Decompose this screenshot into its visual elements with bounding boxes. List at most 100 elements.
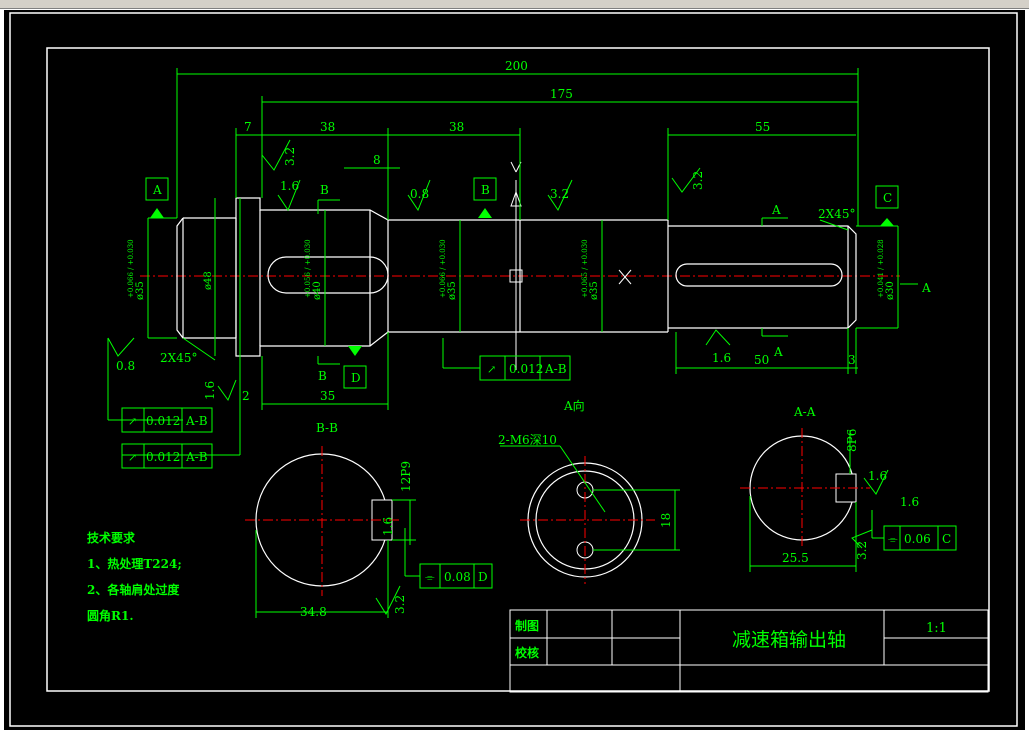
dia-40-tol: +0.056 / +0.030 bbox=[304, 239, 312, 298]
svg-text:⌯: ⌯ bbox=[425, 570, 435, 584]
dia-35-right: ø35 bbox=[589, 281, 600, 300]
dim-200: 200 bbox=[505, 59, 528, 73]
view-aa-title: A-A bbox=[793, 405, 816, 419]
tol-frame-1-value: 0.012 bbox=[509, 362, 543, 376]
datum-letters: A B C D B B A A A bbox=[152, 183, 931, 385]
roughness-0-8-left: 0.8 bbox=[116, 359, 135, 373]
tol-frame-4-ref: D bbox=[478, 570, 488, 584]
tol-frame-4-value: 0.08 bbox=[444, 570, 471, 584]
roughness-1-6-bottom: 1.6 bbox=[712, 351, 731, 365]
tech-line-2: 2、各轴肩处过度 bbox=[87, 582, 180, 597]
dimension-lines bbox=[107, 68, 918, 456]
dia-40: ø40 bbox=[312, 281, 323, 300]
view-a-spacing: 18 bbox=[659, 513, 673, 528]
top-toolbar bbox=[0, 0, 1029, 9]
roughness-text: 3.2 1.6 0.8 3.2 3.2 0.8 1.6 1.6 bbox=[116, 147, 731, 400]
tol-frame-2-ref: A-B bbox=[185, 414, 208, 428]
roughness-3-2-top: 3.2 bbox=[283, 147, 297, 166]
dia-left: ø35 bbox=[135, 281, 146, 300]
datum-c-label: C bbox=[883, 191, 892, 205]
view-aa-key: 8P6 bbox=[845, 429, 859, 452]
tol-frame-5-ref: C bbox=[942, 532, 951, 546]
center-marks bbox=[509, 161, 632, 370]
section-bb bbox=[245, 446, 416, 618]
dia-30-tol: +0.041 / +0.028 bbox=[877, 239, 885, 298]
datum-a-label: A bbox=[152, 183, 162, 197]
section-b-top: B bbox=[320, 183, 329, 197]
svg-text:↗: ↗ bbox=[128, 415, 137, 428]
dim-8: 8 bbox=[373, 153, 381, 167]
roughness-1-6-top: 1.6 bbox=[280, 179, 299, 193]
arrow-a-lower: A bbox=[773, 345, 783, 359]
dim-35: 35 bbox=[320, 389, 335, 403]
dia-left-tol: +0.066 / +0.030 bbox=[127, 239, 135, 298]
tol-frame-3-value: 0.012 bbox=[146, 450, 180, 464]
dimension-text: 200 175 7 38 38 55 8 35 50 3 2 2X45° 2X4… bbox=[160, 59, 856, 403]
drawing-title: 减速箱输出轴 bbox=[732, 629, 846, 651]
dim-175: 175 bbox=[550, 87, 573, 101]
tolerance-frame-shapes bbox=[121, 355, 957, 589]
drawing-scale: 1:1 bbox=[926, 621, 947, 636]
roughness-1-6-left: 1.6 bbox=[203, 381, 217, 400]
view-bb-roughness: 1.6 bbox=[381, 517, 395, 536]
roughness-3-2-right: 3.2 bbox=[691, 171, 705, 190]
dim-50: 50 bbox=[754, 353, 769, 367]
dim-38-a: 38 bbox=[320, 120, 335, 134]
drawing-frame bbox=[46, 47, 990, 692]
view-bb-key: 12P9 bbox=[399, 461, 413, 492]
arrow-a-upper: A bbox=[771, 203, 781, 217]
tech-heading: 技术要求 bbox=[87, 530, 136, 545]
dim-2: 2 bbox=[242, 389, 250, 403]
view-text: B-B 34.8 12P9 1.6 3.2 A向 2-M6深10 18 A-A … bbox=[300, 398, 919, 619]
datum-b-label: B bbox=[481, 183, 490, 197]
tol-frame-1-ref: A-B bbox=[544, 362, 567, 376]
view-aa-roughness-2: 1.6 bbox=[900, 495, 919, 509]
dia-35-mid-tol: +0.066 / +0.030 bbox=[439, 239, 447, 298]
datum-triangles bbox=[150, 208, 894, 356]
section-b-bottom: B bbox=[318, 369, 327, 383]
dim-3: 3 bbox=[848, 353, 856, 367]
view-aa-width: 25.5 bbox=[782, 551, 809, 565]
tech-line-1: 1、热处理T224; bbox=[87, 556, 182, 571]
view-aa-roughness: 1.6 bbox=[868, 469, 887, 483]
svg-text:↗: ↗ bbox=[487, 363, 496, 376]
diameter-text: ø35 +0.066 / +0.030 ø48 ø40 +0.056 / +0.… bbox=[127, 239, 896, 300]
roughness-0-8-mid: 0.8 bbox=[410, 187, 429, 201]
dim-38-b: 38 bbox=[449, 120, 464, 134]
tol-frame-3-ref: A-B bbox=[185, 450, 208, 464]
view-a-hole-note: 2-M6深10 bbox=[498, 433, 557, 447]
section-aa bbox=[740, 428, 870, 572]
title-block-lines bbox=[509, 609, 989, 693]
arrow-a-right: A bbox=[921, 281, 931, 295]
view-a-title: A向 bbox=[563, 398, 585, 413]
svg-text:⌯: ⌯ bbox=[888, 532, 898, 546]
title-block-checked-by: 校核 bbox=[515, 645, 539, 660]
tech-line-3: 圆角R1. bbox=[87, 608, 134, 623]
title-block-drawn-by: 制图 bbox=[515, 618, 539, 633]
datum-d-label: D bbox=[351, 371, 361, 385]
tol-frame-2-value: 0.012 bbox=[146, 414, 180, 428]
chamfer-right: 2X45° bbox=[818, 207, 855, 221]
cad-drawing: 200 175 7 38 38 55 8 35 50 3 2 2X45° 2X4… bbox=[9, 12, 1018, 727]
view-aa-roughness-3: 3.2 bbox=[855, 541, 869, 560]
dim-7: 7 bbox=[244, 120, 252, 134]
shaft-outline bbox=[176, 197, 857, 357]
tech-requirements: 技术要求 1、热处理T224; 2、各轴肩处过度 圆角R1. bbox=[87, 530, 182, 623]
roughness-3-2-mid: 3.2 bbox=[550, 187, 569, 201]
drawing-canvas[interactable]: 200 175 7 38 38 55 8 35 50 3 2 2X45° 2X4… bbox=[4, 10, 1025, 730]
tolerance-text: ↗ 0.012 A-B ↗ 0.012 A-B ↗ 0.012 A-B ⌯ 0.… bbox=[128, 362, 951, 584]
tol-frame-5-value: 0.06 bbox=[904, 532, 931, 546]
datum-markers bbox=[145, 177, 899, 389]
dia-30: ø30 bbox=[885, 281, 896, 300]
dim-55: 55 bbox=[755, 120, 770, 134]
view-bb-width: 34.8 bbox=[300, 605, 327, 619]
chamfer-left: 2X45° bbox=[160, 351, 197, 365]
outer-border bbox=[9, 12, 1018, 727]
svg-text:↗: ↗ bbox=[128, 451, 137, 464]
view-bb-roughness-2: 3.2 bbox=[393, 595, 407, 614]
dia-35-right-tol: +0.065 / +0.030 bbox=[581, 239, 589, 298]
dia-48: ø48 bbox=[203, 271, 214, 290]
title-block-text: 制图 校核 减速箱输出轴 1:1 bbox=[515, 618, 947, 660]
dia-35-mid: ø35 bbox=[447, 281, 458, 300]
view-bb-title: B-B bbox=[316, 421, 338, 435]
